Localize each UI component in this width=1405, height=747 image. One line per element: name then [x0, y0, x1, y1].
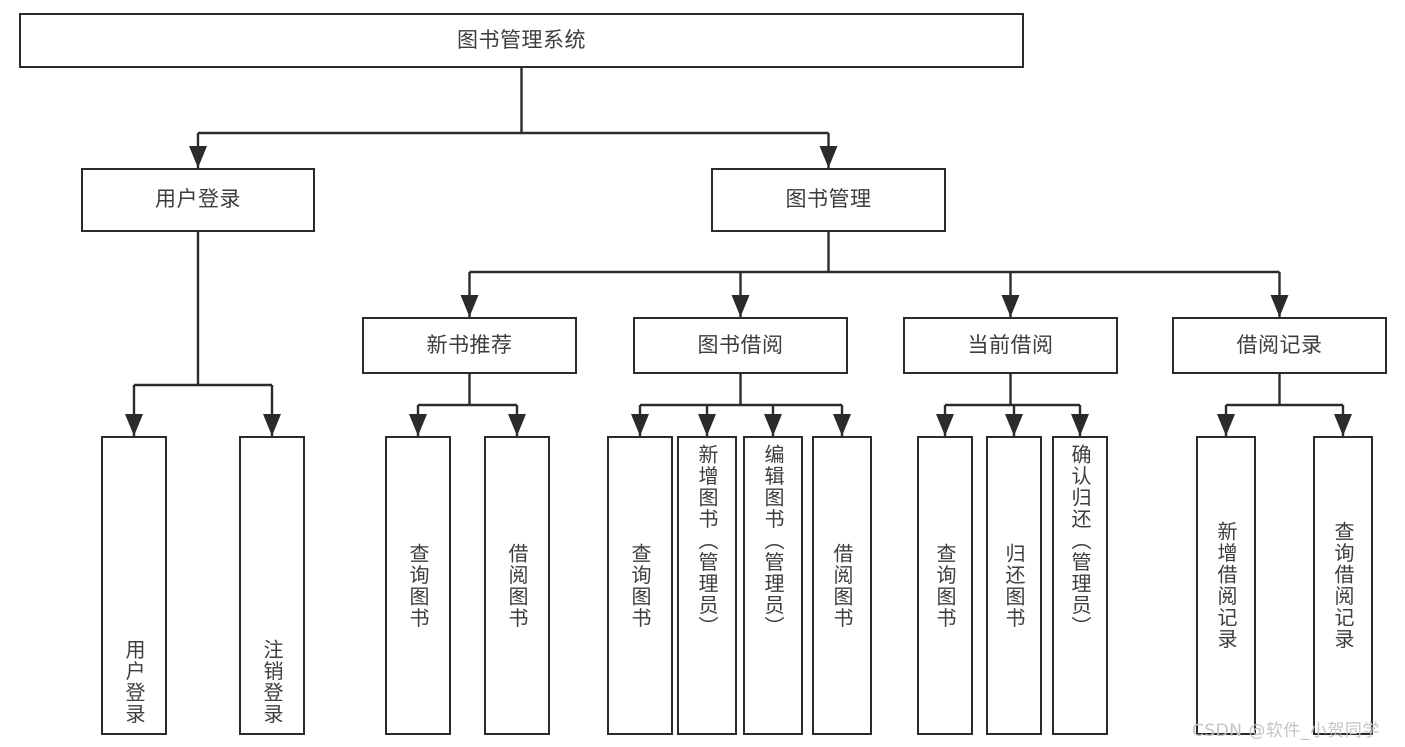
arrowhead-icon	[1071, 414, 1089, 436]
node-leaf-add-record[interactable]: 新增借阅记录	[1196, 436, 1256, 735]
node-label: 图书借阅	[697, 332, 784, 357]
node-leaf-query-book-2[interactable]: 查询图书	[607, 436, 673, 735]
node-label: 新增图书（管理员）	[695, 444, 719, 638]
node-leaf-user-login[interactable]: 用户登录	[101, 436, 167, 735]
arrowhead-icon	[125, 414, 143, 436]
node-leaf-return-book[interactable]: 归还图书	[986, 436, 1042, 735]
node-leaf-add-book[interactable]: 新增图书（管理员）	[677, 436, 737, 735]
node-leaf-borrow-book-2[interactable]: 借阅图书	[812, 436, 872, 735]
arrowhead-icon	[189, 146, 207, 168]
node-book-borrow[interactable]: 图书借阅	[633, 317, 848, 374]
node-leaf-edit-book[interactable]: 编辑图书（管理员）	[743, 436, 803, 735]
node-label: 查询图书	[933, 542, 957, 629]
node-label: 图书管理	[785, 187, 872, 212]
arrowhead-icon	[409, 414, 427, 436]
arrowhead-icon	[833, 414, 851, 436]
arrowhead-icon	[819, 146, 838, 168]
node-leaf-query-book-3[interactable]: 查询图书	[917, 436, 973, 735]
node-label: 编辑图书（管理员）	[761, 444, 785, 638]
arrowhead-icon	[263, 414, 281, 436]
node-label: 查询借阅记录	[1331, 521, 1355, 650]
node-label: 注销登录	[260, 639, 284, 725]
node-label: 新书推荐	[426, 332, 513, 357]
node-user-login[interactable]: 用户登录	[81, 168, 315, 232]
arrowhead-icon	[698, 414, 716, 436]
node-leaf-query-record[interactable]: 查询借阅记录	[1313, 436, 1373, 735]
node-label: 当前借阅	[967, 332, 1054, 357]
node-book-manage[interactable]: 图书管理	[711, 168, 946, 232]
node-label: 借阅图书	[830, 542, 854, 629]
arrowhead-icon	[731, 295, 750, 317]
arrowhead-icon	[460, 295, 479, 317]
node-root[interactable]: 图书管理系统	[19, 13, 1024, 68]
node-label: 归还图书	[1002, 542, 1026, 629]
node-current-borrow[interactable]: 当前借阅	[903, 317, 1118, 374]
node-label: 图书管理系统	[457, 27, 586, 52]
arrowhead-icon	[1270, 295, 1289, 317]
node-label: 新增借阅记录	[1214, 521, 1238, 650]
node-label: 借阅图书	[505, 542, 529, 629]
arrowhead-icon	[1005, 414, 1023, 436]
node-label: 确认归还（管理员）	[1068, 444, 1092, 638]
arrowhead-icon	[1217, 414, 1235, 436]
arrowhead-icon	[764, 414, 782, 436]
arrowhead-icon	[631, 414, 649, 436]
node-leaf-confirm-return[interactable]: 确认归还（管理员）	[1052, 436, 1108, 735]
node-leaf-borrow-book-1[interactable]: 借阅图书	[484, 436, 550, 735]
node-new-book-rec[interactable]: 新书推荐	[362, 317, 577, 374]
node-label: 用户登录	[122, 639, 146, 725]
arrowhead-icon	[936, 414, 954, 436]
node-label: 查询图书	[406, 542, 430, 629]
node-label: 用户登录	[155, 187, 241, 212]
node-borrow-record[interactable]: 借阅记录	[1172, 317, 1387, 374]
arrowhead-icon	[1334, 414, 1352, 436]
node-leaf-query-book-1[interactable]: 查询图书	[385, 436, 451, 735]
node-leaf-logout[interactable]: 注销登录	[239, 436, 305, 735]
node-label: 借阅记录	[1236, 332, 1323, 357]
arrowhead-icon	[1001, 295, 1020, 317]
arrowhead-icon	[508, 414, 526, 436]
node-label: 查询图书	[628, 542, 652, 629]
